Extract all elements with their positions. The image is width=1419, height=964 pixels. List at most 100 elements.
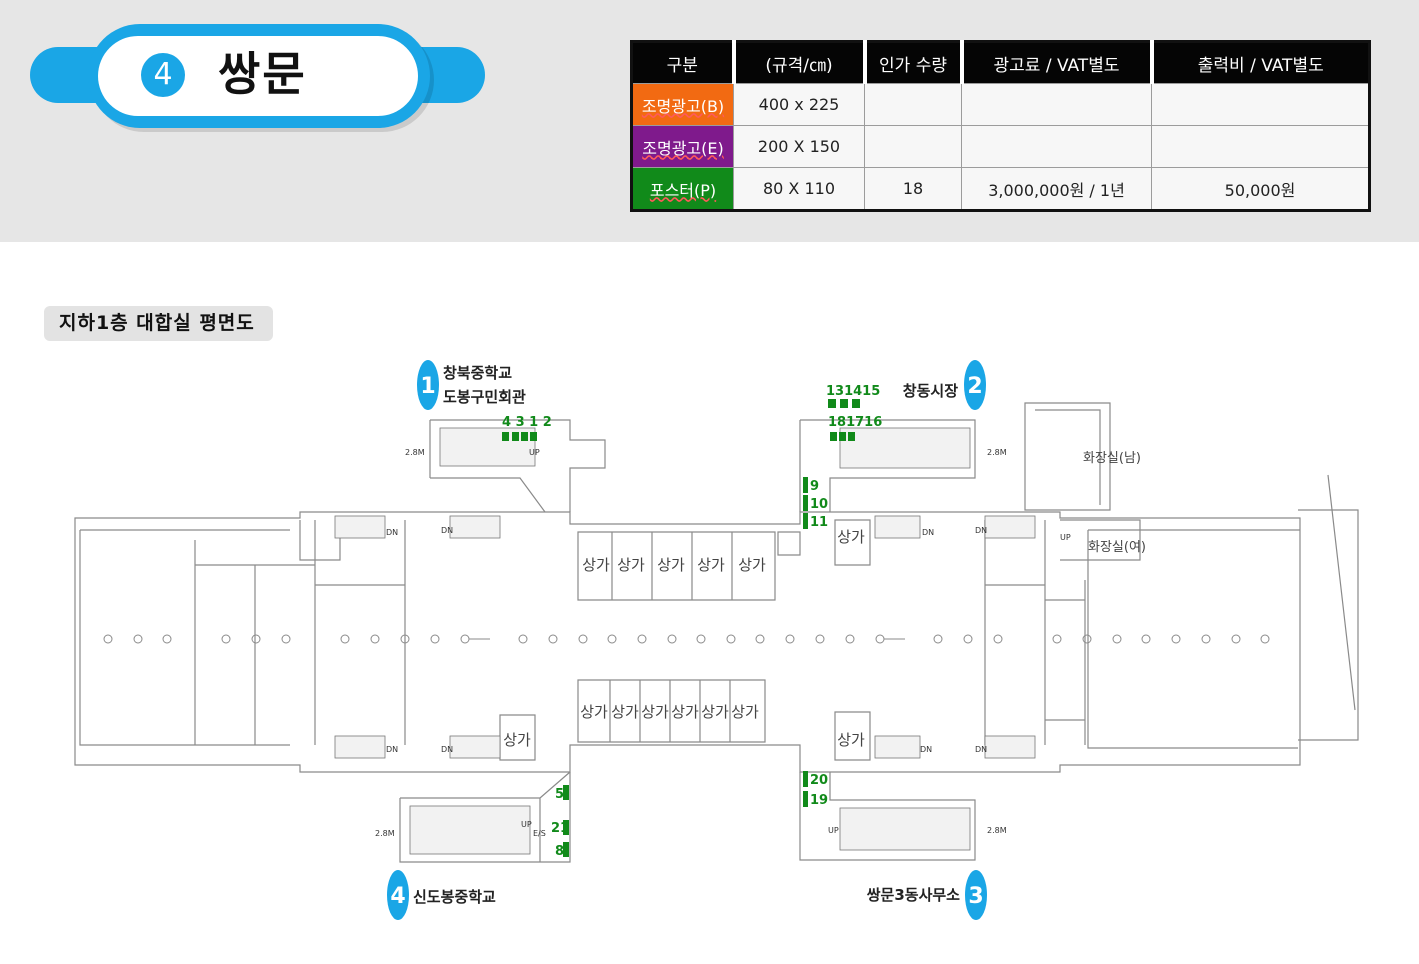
print-cell — [1151, 125, 1370, 168]
exit3-number: 3 — [968, 884, 983, 909]
exit3-label: 쌍문3동사무소 — [867, 886, 960, 904]
stair-sw — [334, 735, 386, 759]
fee-cell — [961, 83, 1152, 126]
shop-label: 상가 — [580, 703, 608, 721]
poster-label-5: 5 — [555, 787, 564, 802]
down-label: DN — [922, 528, 934, 537]
poster-label-19: 19 — [810, 793, 828, 808]
exit2-badge — [964, 360, 986, 410]
east-structure — [1298, 474, 1359, 741]
header-fee: 광고료 / VAT별도 — [961, 41, 1154, 84]
escalator-exit3 — [839, 807, 971, 851]
exit4-badge — [387, 870, 409, 920]
exit4-corridor — [399, 771, 571, 863]
down-label: DN — [386, 528, 398, 537]
qty-cell: 18 — [864, 167, 962, 211]
size-cell: 200 X 150 — [733, 125, 865, 168]
poster-label-exit1: 4 3 1 2 — [502, 415, 552, 430]
station-name: 쌍문 — [218, 47, 307, 101]
escalator-exit2 — [839, 427, 971, 469]
columns — [103, 634, 1270, 644]
right-rooms — [984, 520, 1086, 745]
shop-label: 상가 — [657, 556, 685, 574]
exit-badges — [387, 360, 987, 920]
category-cell: 조명광고(E) — [631, 125, 734, 168]
size-cell: 80 X 110 — [733, 167, 865, 211]
shop-label: 상가 — [837, 731, 865, 749]
stair-nw2 — [449, 515, 501, 539]
restroom-labels: 화장실(남) 화장실(여) — [1083, 451, 1146, 555]
restroom-block — [1024, 402, 1141, 561]
exit2-number: 2 — [967, 374, 982, 399]
poster-numbers: 4 3 1 2 131415 181716 9 10 11 20 19 5 21… — [502, 384, 882, 859]
header-qty: 인가 수량 — [864, 41, 964, 84]
table-row: 조명광고(B) 400 x 225 — [631, 83, 1370, 126]
es-label: E/S — [533, 829, 546, 838]
floor-plan-label: 지하1층 대합실 평면도 — [44, 306, 273, 341]
station-number: 4 — [141, 53, 185, 97]
up-label: UP — [529, 448, 540, 457]
shop-row-bottom — [577, 679, 766, 743]
poster-label-exit2-top: 131415 — [826, 384, 880, 399]
print-cell — [1151, 83, 1370, 126]
stair-labels: 2.8M 2.8M 2.8M 2.8M UP UP UP UP E/S DN D… — [375, 448, 1071, 838]
shop-label: 상가 — [617, 556, 645, 574]
down-label: DN — [975, 745, 987, 754]
height-label: 2.8M — [375, 829, 395, 838]
escalator-exit1 — [439, 427, 536, 467]
stair-ne — [874, 515, 921, 539]
exit3-corridor — [799, 772, 976, 861]
stair-nw — [334, 515, 386, 539]
height-label: 2.8M — [987, 826, 1007, 835]
price-table-header: 구분 (규격/㎝) 인가 수량 광고료 / VAT별도 출력비 / VAT별도 — [631, 41, 1370, 84]
up-label: UP — [828, 826, 839, 835]
poster-label-8: 8 — [555, 844, 564, 859]
poster-markers — [502, 399, 860, 857]
print-cell: 50,000원 — [1151, 167, 1370, 211]
exit2-label: 창동시장 — [903, 382, 958, 400]
header-size: (규격/㎝) — [733, 41, 867, 84]
exit1-badge — [417, 360, 439, 410]
stair-se — [874, 735, 921, 759]
shop-label: 상가 — [582, 556, 610, 574]
floor-plan: 1 2 3 4 창북중학교 도봉구민회관 창동시장 쌍문3동사무소 신도봉중학교… — [74, 360, 1359, 920]
exit4-label: 신도봉중학교 — [413, 888, 496, 906]
down-label: DN — [441, 745, 453, 754]
floor-plan-walls — [74, 402, 1359, 863]
price-table: 구분 (규격/㎝) 인가 수량 광고료 / VAT별도 출력비 / VAT별도 … — [630, 40, 1371, 212]
exit1-label-1: 창북중학교 — [443, 364, 512, 382]
fee-cell — [961, 125, 1152, 168]
poster-label-10: 10 — [810, 497, 828, 512]
poster-label-20: 20 — [810, 773, 828, 788]
size-cell: 400 x 225 — [733, 83, 865, 126]
up-label: UP — [521, 820, 532, 829]
poster-label-11: 11 — [810, 515, 828, 530]
category-cell: 조명광고(B) — [631, 83, 734, 126]
category-cell: 포스터(P) — [631, 167, 734, 211]
stair-sw2 — [449, 735, 501, 759]
down-label: DN — [386, 745, 398, 754]
fee-cell: 3,000,000원 / 1년 — [961, 167, 1152, 211]
qty-cell — [864, 125, 962, 168]
left-rooms — [194, 520, 406, 745]
escalators — [334, 427, 1036, 855]
poster-label-exit2-bottom: 181716 — [828, 415, 882, 430]
shop-label: 상가 — [671, 703, 699, 721]
restroom-women-label: 화장실(여) — [1088, 540, 1146, 555]
header-category: 구분 — [631, 41, 736, 84]
shop-label: 상가 — [738, 556, 766, 574]
exit3-badge — [965, 870, 987, 920]
shop-label: 상가 — [611, 703, 639, 721]
table-row: 조명광고(E) 200 X 150 — [631, 125, 1370, 168]
height-label: 2.8M — [405, 448, 425, 457]
shop-label: 상가 — [837, 528, 865, 546]
down-label: DN — [920, 745, 932, 754]
qty-cell — [864, 83, 962, 126]
concourse-inner — [79, 529, 1300, 749]
shop-row-top — [577, 531, 776, 601]
header-print: 출력비 / VAT별도 — [1151, 41, 1370, 84]
shop-labels: 상가 상가 상가 상가 상가 상가 상가 상가 상가 상가 상가 상가 상가 상… — [503, 528, 865, 749]
stair-ne2 — [984, 515, 1036, 539]
small-shops — [499, 519, 871, 761]
up-label: UP — [1060, 533, 1071, 542]
